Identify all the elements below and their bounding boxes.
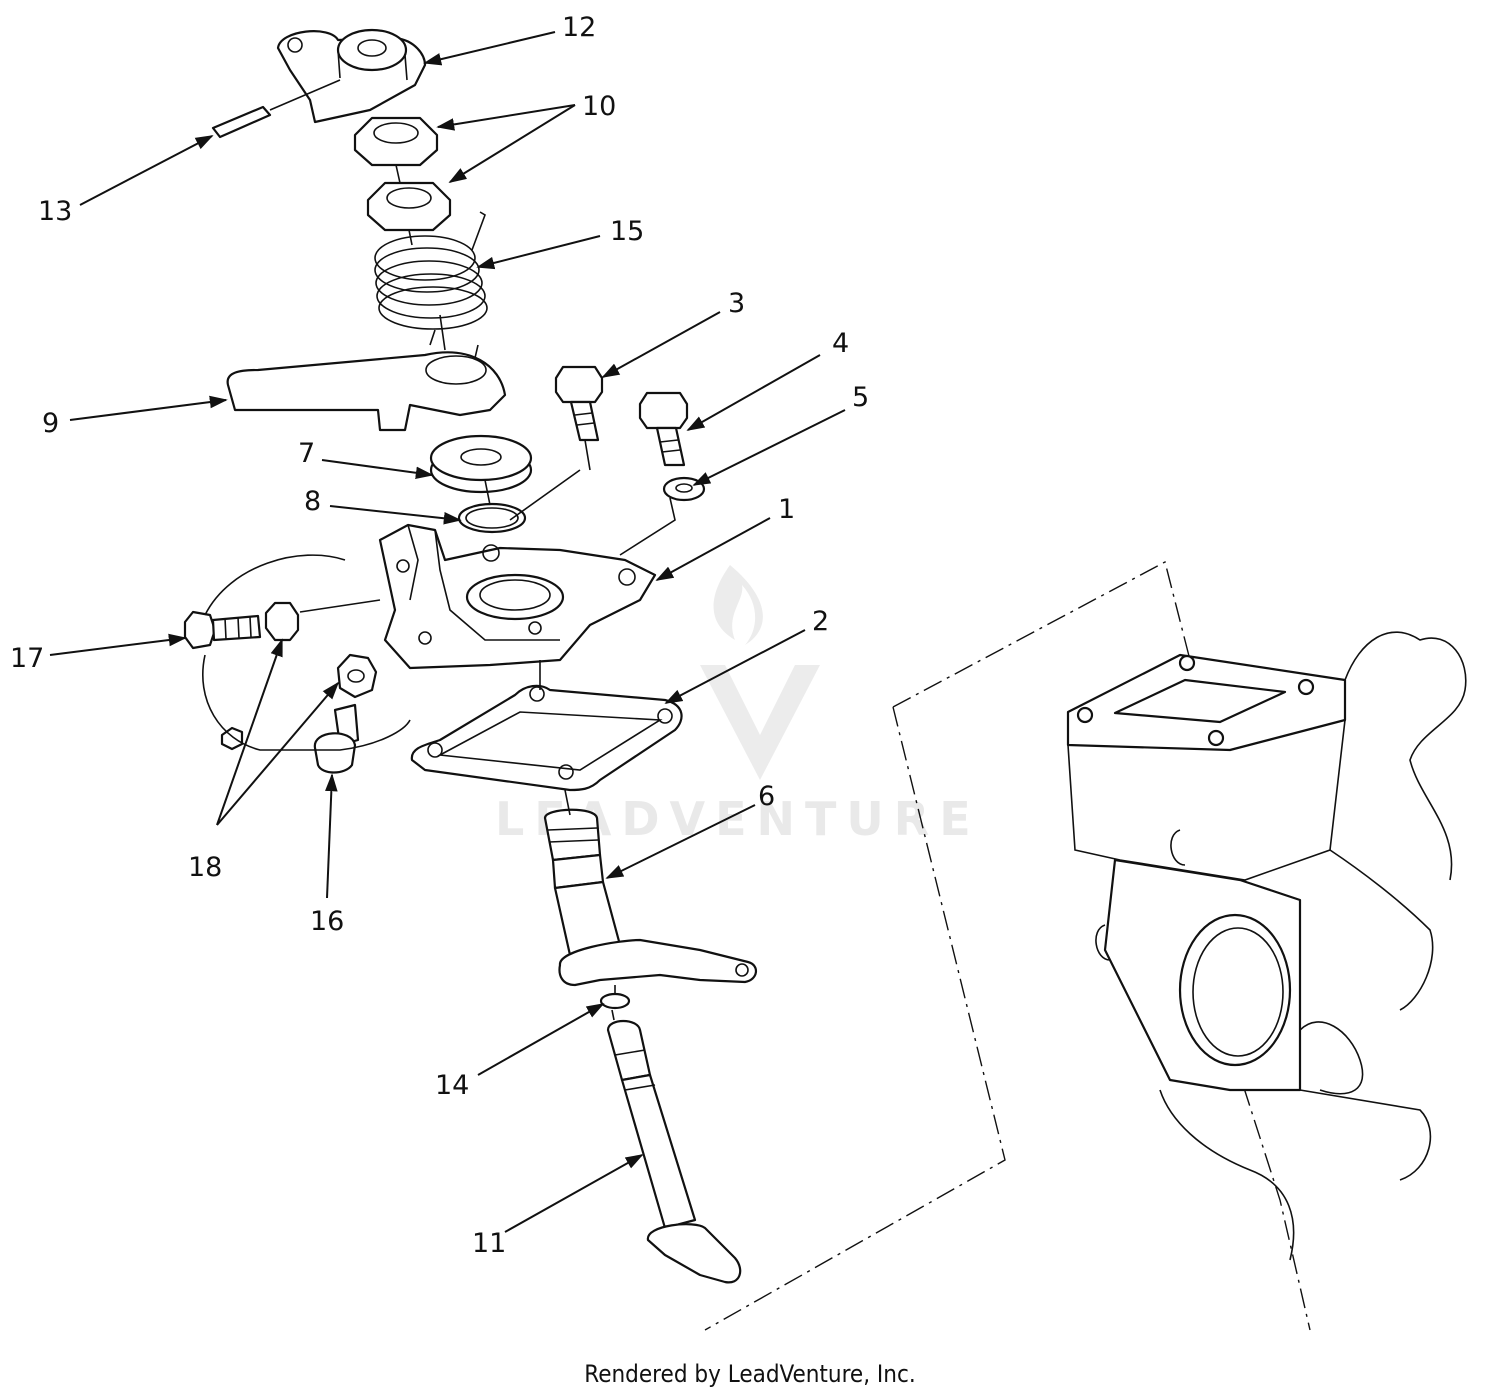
callout-12: 12 [562,12,596,43]
callout-9: 9 [42,408,59,439]
part-1-steering-housing [378,523,657,670]
part-5-lock-washer [662,476,706,502]
callout-2: 2 [812,606,829,637]
callout-18: 18 [188,852,222,883]
callout-14: 14 [435,1070,469,1101]
callout-4: 4 [832,328,849,359]
part-4-bolt [638,391,689,467]
callout-1: 1 [778,494,795,525]
part-2-gasket [410,684,683,792]
callout-5: 5 [852,382,869,413]
part-13-roll-pin [211,79,341,139]
callout-7: 7 [298,438,315,469]
part-10-hex-nuts [353,116,452,246]
part-16-bolt [313,703,360,774]
callout-16: 16 [310,906,344,937]
callout-3: 3 [728,288,745,319]
part-12-lever-block [276,28,427,124]
part-8-o-ring [457,502,527,534]
part-3-bolt [554,365,604,442]
callout-15: 15 [610,216,644,247]
part-15-torsion-spring [374,211,488,330]
part-14-washer [599,992,631,1010]
footer-credit: Rendered by LeadVenture, Inc. [584,1360,916,1388]
callout-labels: 1 2 3 4 5 6 7 8 9 10 11 12 13 14 15 16 1… [10,12,869,1259]
callout-11: 11 [472,1228,506,1259]
callout-10: 10 [582,91,616,122]
callout-8: 8 [304,486,321,517]
callout-13: 13 [38,196,72,227]
callout-17: 17 [10,643,44,674]
part-18-nuts [220,601,378,751]
part-7-bushing [429,434,533,494]
callout-6: 6 [758,781,775,812]
engine-block [1066,631,1467,1261]
part-9-control-arm [226,329,507,432]
assembly-detail-arc [202,554,411,751]
part-11-pivot-shaft [606,1019,742,1284]
center-line [299,314,676,1021]
leader-lines [49,31,846,1233]
part-17-bolt [183,610,262,650]
part-6-steering-shaft-arm [543,808,757,987]
